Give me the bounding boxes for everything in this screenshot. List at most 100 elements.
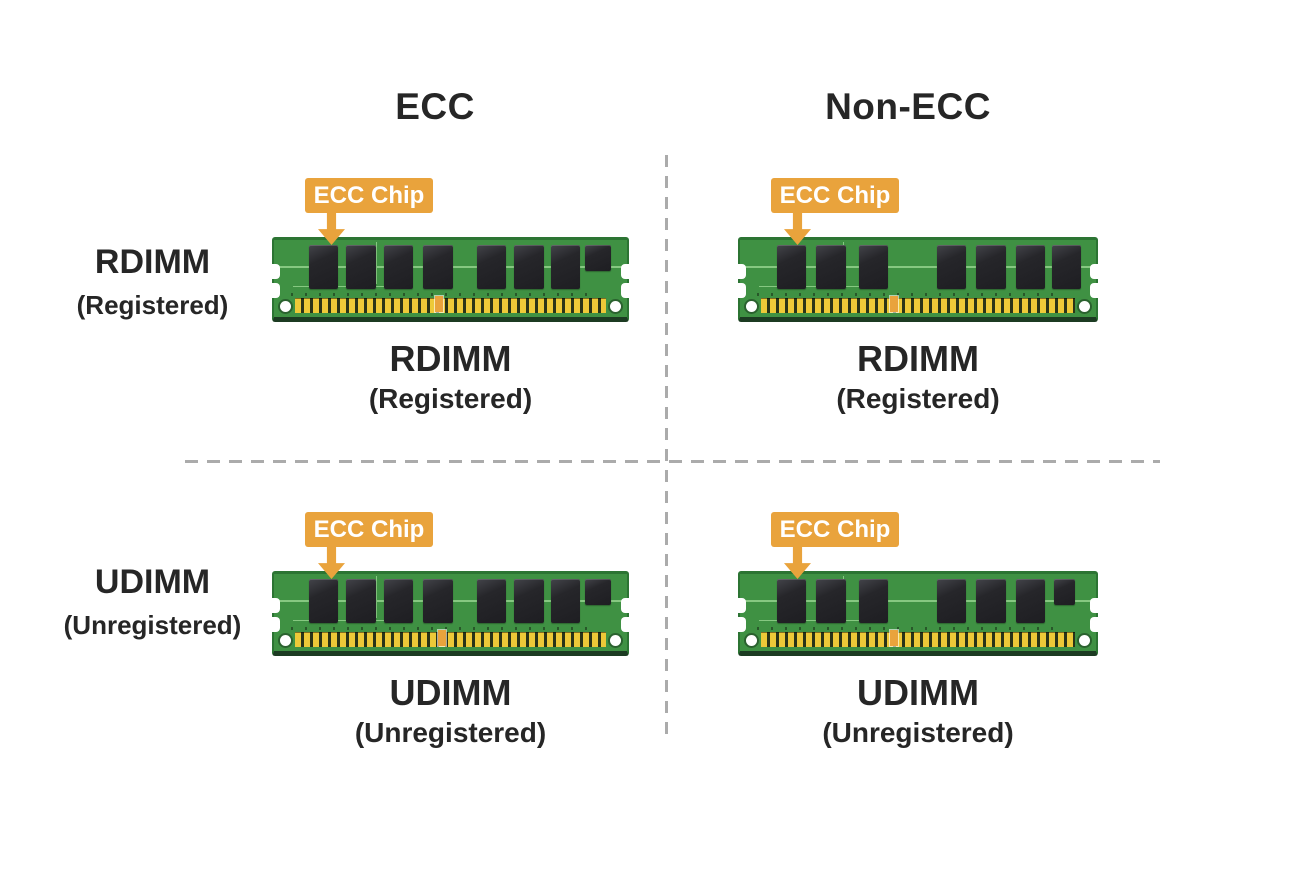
gold-pins bbox=[761, 631, 1075, 647]
module-caption: RDIMM bbox=[857, 338, 979, 379]
small-memory-chip bbox=[1053, 579, 1075, 605]
row-label-rdimm-title: RDIMM bbox=[94, 243, 211, 281]
ecc-chip-callout-label: ECC Chip bbox=[313, 515, 425, 543]
small-memory-chip bbox=[585, 579, 612, 605]
memory-chip bbox=[346, 245, 376, 290]
mount-hole-left bbox=[746, 635, 758, 647]
quadrant-ecc-udimm: ECC Chip UDIMM (Unregistered) bbox=[271, 512, 630, 762]
edge-notch bbox=[737, 283, 746, 299]
key-notch bbox=[889, 630, 898, 647]
module-caption: UDIMM bbox=[857, 672, 979, 713]
mount-hole-left bbox=[280, 301, 292, 313]
memory-chip bbox=[858, 245, 889, 290]
edge-notch bbox=[621, 617, 630, 633]
ram-module-nonecc-udimm bbox=[737, 571, 1099, 656]
edge-notch bbox=[271, 263, 280, 279]
key-notch bbox=[434, 296, 443, 313]
edge-notch bbox=[621, 283, 630, 299]
quadrant-nonecc-udimm: ECC Chip UDIMM (Unregistered) bbox=[737, 512, 1099, 762]
ecc-chip-callout-label: ECC Chip bbox=[313, 181, 425, 209]
memory-chip bbox=[383, 579, 414, 624]
memory-chip bbox=[976, 579, 1006, 624]
chip-row bbox=[740, 245, 1096, 290]
row-label-udimm: UDIMM (Unregistered) bbox=[30, 563, 275, 640]
edge-notch bbox=[621, 597, 630, 613]
mount-hole-left bbox=[280, 635, 292, 647]
ecc-chip-callout: ECC Chip bbox=[305, 178, 433, 245]
edge-notch bbox=[1090, 597, 1099, 613]
mount-hole-left bbox=[746, 301, 758, 313]
memory-chip bbox=[816, 579, 846, 624]
vertical-dashed-divider bbox=[665, 155, 668, 743]
memory-chip bbox=[1015, 579, 1046, 624]
module-subcaption: (Registered) bbox=[836, 383, 1000, 414]
edge-notch bbox=[1090, 617, 1099, 633]
small-memory-chip bbox=[585, 245, 612, 271]
memory-chip bbox=[308, 245, 339, 290]
mount-hole-right bbox=[609, 635, 621, 647]
gold-pins bbox=[295, 297, 606, 313]
chip-row bbox=[740, 579, 1096, 624]
horizontal-dashed-divider bbox=[185, 460, 1160, 463]
memory-chip bbox=[858, 579, 889, 624]
memory-chip bbox=[383, 245, 414, 290]
pcb-board bbox=[737, 237, 1099, 322]
ram-module-nonecc-rdimm bbox=[737, 237, 1099, 322]
memory-chip bbox=[1015, 245, 1046, 290]
pcb-board bbox=[271, 571, 630, 656]
pcb-board bbox=[737, 571, 1099, 656]
key-notch bbox=[889, 296, 898, 313]
memory-chip bbox=[423, 579, 453, 624]
memory-chip bbox=[550, 245, 581, 290]
memory-chip bbox=[776, 245, 807, 290]
module-subcaption: (Unregistered) bbox=[354, 717, 547, 748]
column-header-non-ecc: Non-ECC bbox=[825, 86, 991, 127]
mount-hole-right bbox=[1078, 635, 1090, 647]
module-caption: RDIMM bbox=[389, 338, 512, 379]
edge-notch bbox=[271, 283, 280, 299]
memory-chip bbox=[514, 579, 545, 624]
memory-chip bbox=[346, 579, 376, 624]
edge-notch bbox=[737, 263, 746, 279]
edge-notch bbox=[737, 597, 746, 613]
ecc-chip-callout-label: ECC Chip bbox=[779, 515, 891, 543]
ecc-chip-callout: ECC Chip bbox=[771, 178, 899, 245]
memory-chip bbox=[308, 579, 339, 624]
mount-hole-right bbox=[609, 301, 621, 313]
edge-notch bbox=[1090, 263, 1099, 279]
ecc-chip-callout: ECC Chip bbox=[771, 512, 899, 579]
ecc-chip-callout-label: ECC Chip bbox=[779, 181, 891, 209]
memory-chip bbox=[514, 245, 545, 290]
pcb-board bbox=[271, 237, 630, 322]
row-label-udimm-subtitle: (Unregistered) bbox=[63, 610, 242, 640]
mount-hole-right bbox=[1078, 301, 1090, 313]
quadrant-ecc-rdimm: ECC Chip RDIMM (Registered) bbox=[271, 178, 630, 428]
ram-module-ecc-rdimm bbox=[271, 237, 630, 322]
edge-notch bbox=[1090, 283, 1099, 299]
row-label-rdimm-subtitle: (Registered) bbox=[76, 290, 229, 320]
edge-notch bbox=[621, 263, 630, 279]
gold-pins bbox=[295, 631, 606, 647]
ram-module-ecc-udimm bbox=[271, 571, 630, 656]
gold-pins bbox=[761, 297, 1075, 313]
memory-chip bbox=[936, 579, 967, 624]
column-header-ecc: ECC bbox=[395, 86, 475, 127]
memory-chip bbox=[776, 579, 807, 624]
memory-chip bbox=[976, 245, 1006, 290]
memory-chip bbox=[550, 579, 581, 624]
quadrant-nonecc-rdimm: ECC Chip RDIMM (Registered) bbox=[737, 178, 1099, 428]
key-notch bbox=[438, 630, 447, 647]
memory-chip bbox=[476, 579, 507, 624]
edge-notch bbox=[271, 617, 280, 633]
chip-row bbox=[274, 245, 627, 290]
row-label-udimm-title: UDIMM bbox=[94, 563, 211, 601]
chip-row bbox=[274, 579, 627, 624]
module-subcaption: (Unregistered) bbox=[822, 717, 1014, 748]
row-label-rdimm: RDIMM (Registered) bbox=[30, 243, 275, 320]
module-subcaption: (Registered) bbox=[368, 383, 533, 414]
edge-notch bbox=[271, 597, 280, 613]
ecc-chip-callout: ECC Chip bbox=[305, 512, 433, 579]
module-caption: UDIMM bbox=[389, 672, 512, 713]
edge-notch bbox=[737, 617, 746, 633]
